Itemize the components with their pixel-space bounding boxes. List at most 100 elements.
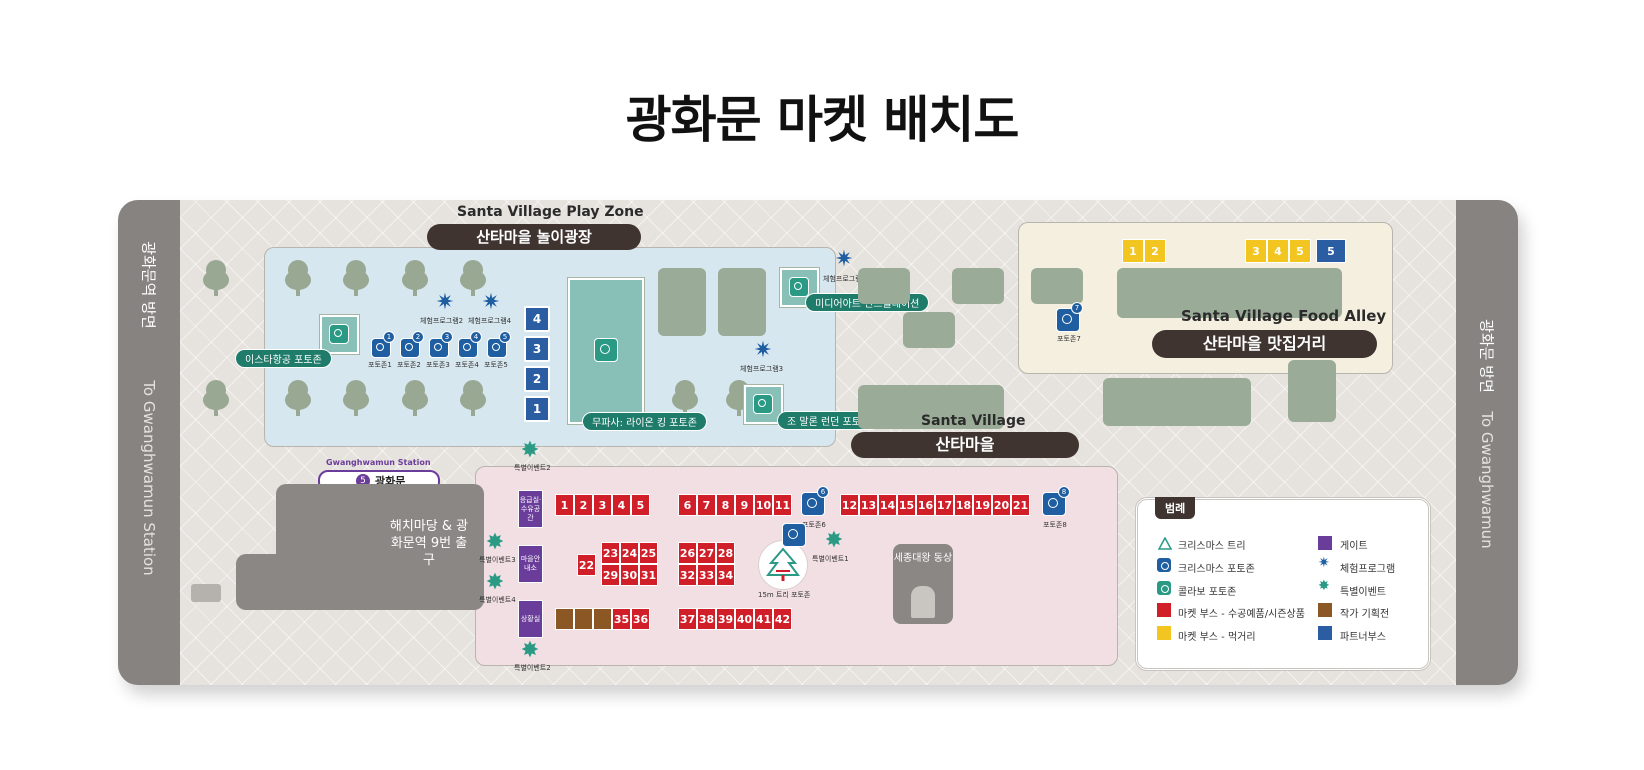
food-booth[interactable]: 1	[1122, 239, 1144, 263]
special-event-2-icon[interactable]: ✸	[520, 438, 540, 463]
special-event-4-icon[interactable]: ✸	[485, 570, 505, 595]
market-booth[interactable]: 28	[716, 542, 735, 564]
statue-icon	[911, 586, 935, 618]
market-booth[interactable]: 2	[574, 494, 593, 516]
program-2-icon[interactable]: ✷	[435, 290, 455, 315]
market-legend-swatch	[1157, 603, 1171, 617]
christmas-tree-icon	[672, 380, 698, 416]
market-booth[interactable]: 29	[601, 564, 620, 586]
market-booth[interactable]: 7	[697, 494, 716, 516]
market-booth[interactable]: 31	[639, 564, 658, 586]
christmas-tree-icon	[285, 260, 311, 296]
market-booth[interactable]: 5	[631, 494, 650, 516]
author-booth[interactable]	[593, 608, 612, 630]
jomalone-photozone-label: 조 말론 런던 포토존	[777, 411, 881, 430]
tree-camera-icon[interactable]	[782, 523, 806, 547]
legend-box	[1135, 497, 1431, 671]
partner-booth[interactable]: 2	[524, 366, 550, 392]
market-booth[interactable]: 11	[773, 494, 792, 516]
building-block	[858, 385, 1004, 429]
building-block	[1117, 268, 1342, 318]
right-side-label-en: To Gwanghwamun	[1478, 411, 1496, 549]
gate-control[interactable]: 상황실	[518, 600, 543, 638]
village-title-kr[interactable]: 산타마을	[851, 432, 1079, 458]
photozone-2-icon[interactable]	[400, 338, 420, 358]
market-booth[interactable]: 24	[620, 542, 639, 564]
market-booth[interactable]: 42	[773, 608, 792, 630]
market-booth[interactable]: 1	[555, 494, 574, 516]
partner-booth[interactable]: 5	[1316, 239, 1346, 263]
market-booth[interactable]: 38	[697, 608, 716, 630]
market-booth[interactable]: 15	[897, 494, 916, 516]
food-booth[interactable]: 4	[1267, 239, 1289, 263]
special-event-2b-icon[interactable]: ✸	[520, 638, 540, 663]
market-booth[interactable]: 37	[678, 608, 697, 630]
market-booth[interactable]: 39	[716, 608, 735, 630]
program-legend-icon: ✷	[1318, 555, 1330, 571]
market-booth[interactable]: 3	[593, 494, 612, 516]
legend-item: 특별이벤트	[1340, 587, 1386, 598]
market-booth[interactable]: 10	[754, 494, 773, 516]
market-booth[interactable]: 6	[678, 494, 697, 516]
author-booth[interactable]	[574, 608, 593, 630]
market-booth[interactable]: 25	[639, 542, 658, 564]
eastar-collab-photozone[interactable]	[320, 315, 359, 354]
photozone-1-icon[interactable]	[371, 338, 391, 358]
eastar-photozone-label: 이스타항공 포토존	[235, 349, 332, 368]
market-booth[interactable]: 22	[577, 554, 596, 576]
photozone-1-badge: 1	[383, 331, 395, 343]
market-booth[interactable]: 16	[916, 494, 935, 516]
market-booth[interactable]: 21	[1011, 494, 1030, 516]
gate-info[interactable]: 마을안내소	[518, 545, 543, 583]
market-booth[interactable]: 34	[716, 564, 735, 586]
market-booth[interactable]: 41	[754, 608, 773, 630]
legend-item: 콜라보 포토존	[1178, 587, 1237, 598]
special-event-3-icon[interactable]: ✸	[485, 530, 505, 555]
market-booth[interactable]: 35	[612, 608, 631, 630]
program-4-icon[interactable]: ✷	[481, 290, 501, 315]
market-booth[interactable]: 23	[601, 542, 620, 564]
market-booth[interactable]: 17	[935, 494, 954, 516]
big-tree-photozone[interactable]	[758, 540, 808, 590]
market-booth[interactable]: 18	[954, 494, 973, 516]
food-booth[interactable]: 3	[1245, 239, 1267, 263]
market-booth[interactable]: 36	[631, 608, 650, 630]
building-block	[1031, 268, 1083, 304]
play-zone-title-en: Santa Village Play Zone	[457, 204, 644, 220]
market-booth[interactable]: 40	[735, 608, 754, 630]
market-booth[interactable]: 20	[992, 494, 1011, 516]
market-booth[interactable]: 33	[697, 564, 716, 586]
jomalone-collab-photozone[interactable]	[744, 385, 783, 424]
author-booth[interactable]	[555, 608, 574, 630]
market-booth[interactable]: 32	[678, 564, 697, 586]
food-alley-title-kr[interactable]: 산타마을 맛집거리	[1152, 330, 1377, 358]
program-3-icon[interactable]: ✷	[753, 338, 773, 363]
food-booth[interactable]: 5	[1289, 239, 1311, 263]
market-booth[interactable]: 26	[678, 542, 697, 564]
play-zone-title-kr[interactable]: 산타마을 놀이광장	[427, 224, 641, 250]
photozone-5-icon[interactable]	[487, 338, 507, 358]
photozone-3-icon[interactable]	[429, 338, 449, 358]
market-booth[interactable]: 30	[620, 564, 639, 586]
food-booth[interactable]: 2	[1144, 239, 1166, 263]
special-event-4-label: 특별이벤트4	[479, 596, 516, 604]
program-1-icon[interactable]: ✷	[834, 247, 854, 272]
market-booth[interactable]: 4	[612, 494, 631, 516]
market-booth[interactable]: 27	[697, 542, 716, 564]
market-booth[interactable]: 9	[735, 494, 754, 516]
special-event-2b-label: 특별이벤트2	[514, 664, 551, 672]
market-booth[interactable]: 8	[716, 494, 735, 516]
partner-booth[interactable]: 4	[524, 306, 550, 332]
photozone-4-icon[interactable]	[458, 338, 478, 358]
gate-first-aid[interactable]: 응급실·수유공간	[518, 490, 543, 528]
special-event-2-label: 특별이벤트2	[514, 464, 551, 472]
market-booth[interactable]: 13	[859, 494, 878, 516]
market-booth[interactable]: 14	[878, 494, 897, 516]
partner-booth[interactable]: 3	[524, 336, 550, 362]
special-event-1-icon[interactable]: ✸	[824, 528, 844, 553]
building-block	[1103, 378, 1251, 426]
market-booth[interactable]: 12	[840, 494, 859, 516]
mufasa-collab-photozone[interactable]	[568, 278, 644, 424]
market-booth[interactable]: 19	[973, 494, 992, 516]
partner-booth[interactable]: 1	[524, 396, 550, 422]
